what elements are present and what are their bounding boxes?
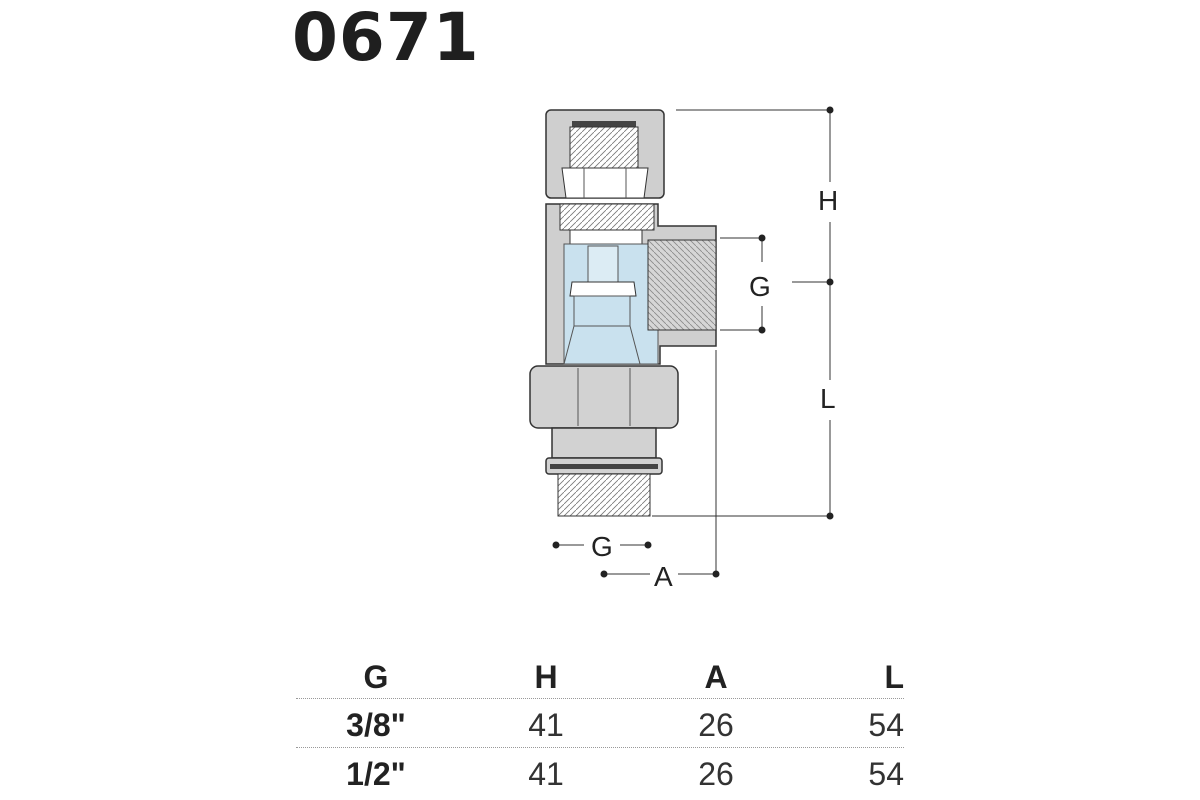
dim-label-a: A (654, 561, 673, 592)
table-cell-l: 54 (868, 707, 904, 743)
dim-label-l: L (820, 383, 836, 414)
dimension-dots (552, 106, 834, 578)
valve-body (545, 203, 717, 365)
table-cell-h: 41 (528, 707, 564, 743)
table-header-g: G (363, 659, 389, 695)
table-cell-l: 54 (868, 756, 904, 792)
table-header-row: G H A L (296, 652, 904, 699)
table-row: 1/2" 41 26 54 (296, 748, 904, 796)
dim-label-h: H (818, 185, 838, 216)
table-header-h: H (534, 659, 558, 695)
table-header-a: A (704, 659, 728, 695)
dimension-lines (556, 109, 831, 575)
table-row: 3/8" 41 26 54 (296, 699, 904, 748)
table-cell-a: 26 (698, 707, 734, 743)
table-cell-a: 26 (698, 756, 734, 792)
valve-hex-nut (529, 365, 679, 517)
product-code: 0671 (292, 0, 480, 76)
dim-label-g-side: G (749, 271, 771, 302)
dimensions-table: G H A L 3/8" 41 26 54 1/2" 41 26 54 (296, 652, 904, 796)
table-cell-g: 1/2" (346, 756, 406, 792)
valve-technical-drawing: H L G G A (529, 106, 838, 592)
dim-label-g-bottom: G (591, 531, 613, 562)
table-header-l: L (884, 659, 904, 695)
valve-top-cap (545, 109, 665, 199)
table-cell-g: 3/8" (346, 707, 406, 743)
table-cell-h: 41 (528, 756, 564, 792)
